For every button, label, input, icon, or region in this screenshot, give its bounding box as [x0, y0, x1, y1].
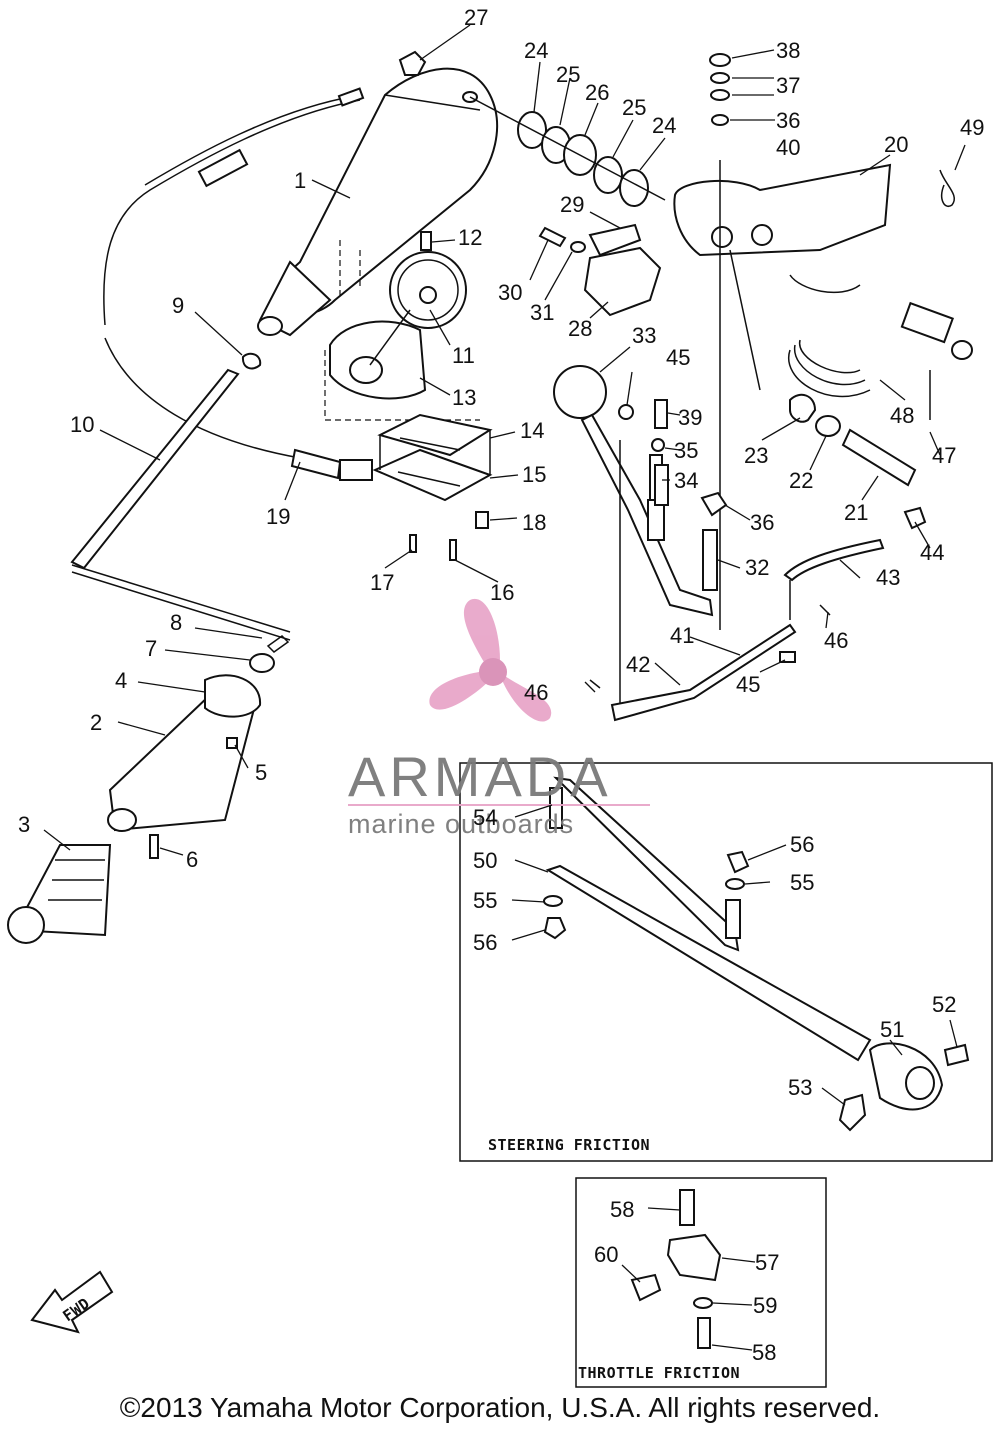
- callout-11: 11: [452, 343, 475, 368]
- callout-36b: 36: [776, 108, 800, 133]
- callout-25b: 25: [622, 95, 646, 120]
- callout-41: 41: [670, 623, 694, 648]
- callout-58b: 58: [752, 1340, 776, 1365]
- callout-54: 54: [473, 805, 497, 830]
- pulley-gear: [324, 231, 480, 421]
- callout-33: 33: [632, 323, 656, 348]
- callout-2: 2: [90, 710, 102, 735]
- fwd-arrow-icon: FWD: [30, 1270, 114, 1334]
- callout-52: 52: [932, 992, 956, 1017]
- callout-32: 32: [745, 555, 769, 580]
- callout-56b: 56: [790, 832, 814, 857]
- callout-24: 24: [524, 38, 548, 63]
- callout-56: 56: [473, 930, 497, 955]
- callout-30: 30: [498, 280, 522, 305]
- callout-17: 17: [370, 570, 394, 595]
- propeller-logo-icon: [429, 598, 552, 722]
- callout-53: 53: [788, 1075, 812, 1100]
- callout-55: 55: [473, 888, 497, 913]
- callout-46b: 46: [824, 628, 848, 653]
- callout-47: 47: [932, 443, 956, 468]
- callout-51: 51: [880, 1017, 904, 1042]
- callout-8: 8: [170, 610, 182, 635]
- callout-7: 7: [145, 636, 157, 661]
- callout-16: 16: [490, 580, 514, 605]
- tilt-pin-parts: [729, 249, 931, 487]
- callout-58: 58: [610, 1197, 634, 1222]
- callout-34: 34: [674, 468, 698, 493]
- callout-50: 50: [473, 848, 497, 873]
- callout-59: 59: [753, 1293, 777, 1318]
- steering-friction-label: STEERING FRICTION: [488, 1136, 650, 1154]
- small-hardware: [149, 50, 927, 859]
- callout-9: 9: [172, 293, 184, 318]
- friction-washers: [469, 96, 666, 207]
- swivel-bracket: [673, 53, 892, 630]
- callout-45b: 45: [736, 672, 760, 697]
- guide-plates: [372, 413, 493, 502]
- callout-38: 38: [776, 38, 800, 63]
- throttle-shaft: [70, 368, 291, 641]
- callout-27: 27: [464, 5, 488, 30]
- callout-35: 35: [674, 438, 698, 463]
- callout-6: 6: [186, 847, 198, 872]
- callout-43: 43: [876, 565, 900, 590]
- callout-36: 36: [750, 510, 774, 535]
- watermark-tagline: marine outboards: [348, 809, 574, 839]
- callout-25: 25: [556, 62, 580, 87]
- callout-44: 44: [920, 540, 944, 565]
- shift-rod: [610, 538, 885, 722]
- callout-13: 13: [452, 385, 476, 410]
- callout-20: 20: [884, 132, 908, 157]
- callout-28: 28: [568, 316, 592, 341]
- callout-57: 57: [755, 1250, 779, 1275]
- callout-23: 23: [744, 443, 768, 468]
- throttle-cable-upper: [103, 87, 365, 326]
- callout-4: 4: [115, 668, 127, 693]
- callout-19: 19: [266, 504, 290, 529]
- callout-15: 15: [522, 462, 546, 487]
- throttle-friction-box: [575, 1177, 827, 1388]
- callout-18: 18: [522, 510, 546, 535]
- grip-assembly: [7, 635, 290, 944]
- callout-46: 46: [524, 680, 548, 705]
- steering-friction-box: [459, 762, 993, 1162]
- copyright-notice: ©2013 Yamaha Motor Corporation, U.S.A. A…: [119, 1392, 881, 1423]
- watermark-brand: ARMADA: [348, 745, 612, 808]
- callout-48: 48: [890, 403, 914, 428]
- throttle-cable-lower: [104, 337, 373, 481]
- callout-37: 37: [776, 73, 800, 98]
- tiller-bracket: [257, 67, 498, 337]
- callout-21: 21: [844, 500, 868, 525]
- throttle-friction-label: THROTTLE FRICTION: [578, 1364, 740, 1382]
- callout-26: 26: [585, 80, 609, 105]
- callout-22: 22: [789, 468, 813, 493]
- callout-40: 40: [776, 135, 800, 160]
- callout-14: 14: [520, 418, 544, 443]
- callout-39: 39: [678, 405, 702, 430]
- callout-5: 5: [255, 760, 267, 785]
- callout-10: 10: [70, 412, 94, 437]
- callout-1: 1: [294, 168, 306, 193]
- callout-29: 29: [560, 192, 584, 217]
- armada-watermark: ARMADA marine outboards: [348, 598, 650, 839]
- leader-lines: [43, 24, 966, 1351]
- callout-45: 45: [666, 345, 690, 370]
- callout-24b: 24: [652, 113, 676, 138]
- callout-42: 42: [626, 652, 650, 677]
- callout-60: 60: [594, 1242, 618, 1267]
- callout-numbers: 1 2 3 4 5 6 7 8 9 10 11 12 13 14 15 16 1…: [18, 5, 984, 1365]
- callout-31: 31: [530, 300, 554, 325]
- callout-12: 12: [458, 225, 482, 250]
- callout-49: 49: [960, 115, 984, 140]
- stop-switch-assembly: [787, 169, 973, 398]
- callout-55b: 55: [790, 870, 814, 895]
- callout-3: 3: [18, 812, 30, 837]
